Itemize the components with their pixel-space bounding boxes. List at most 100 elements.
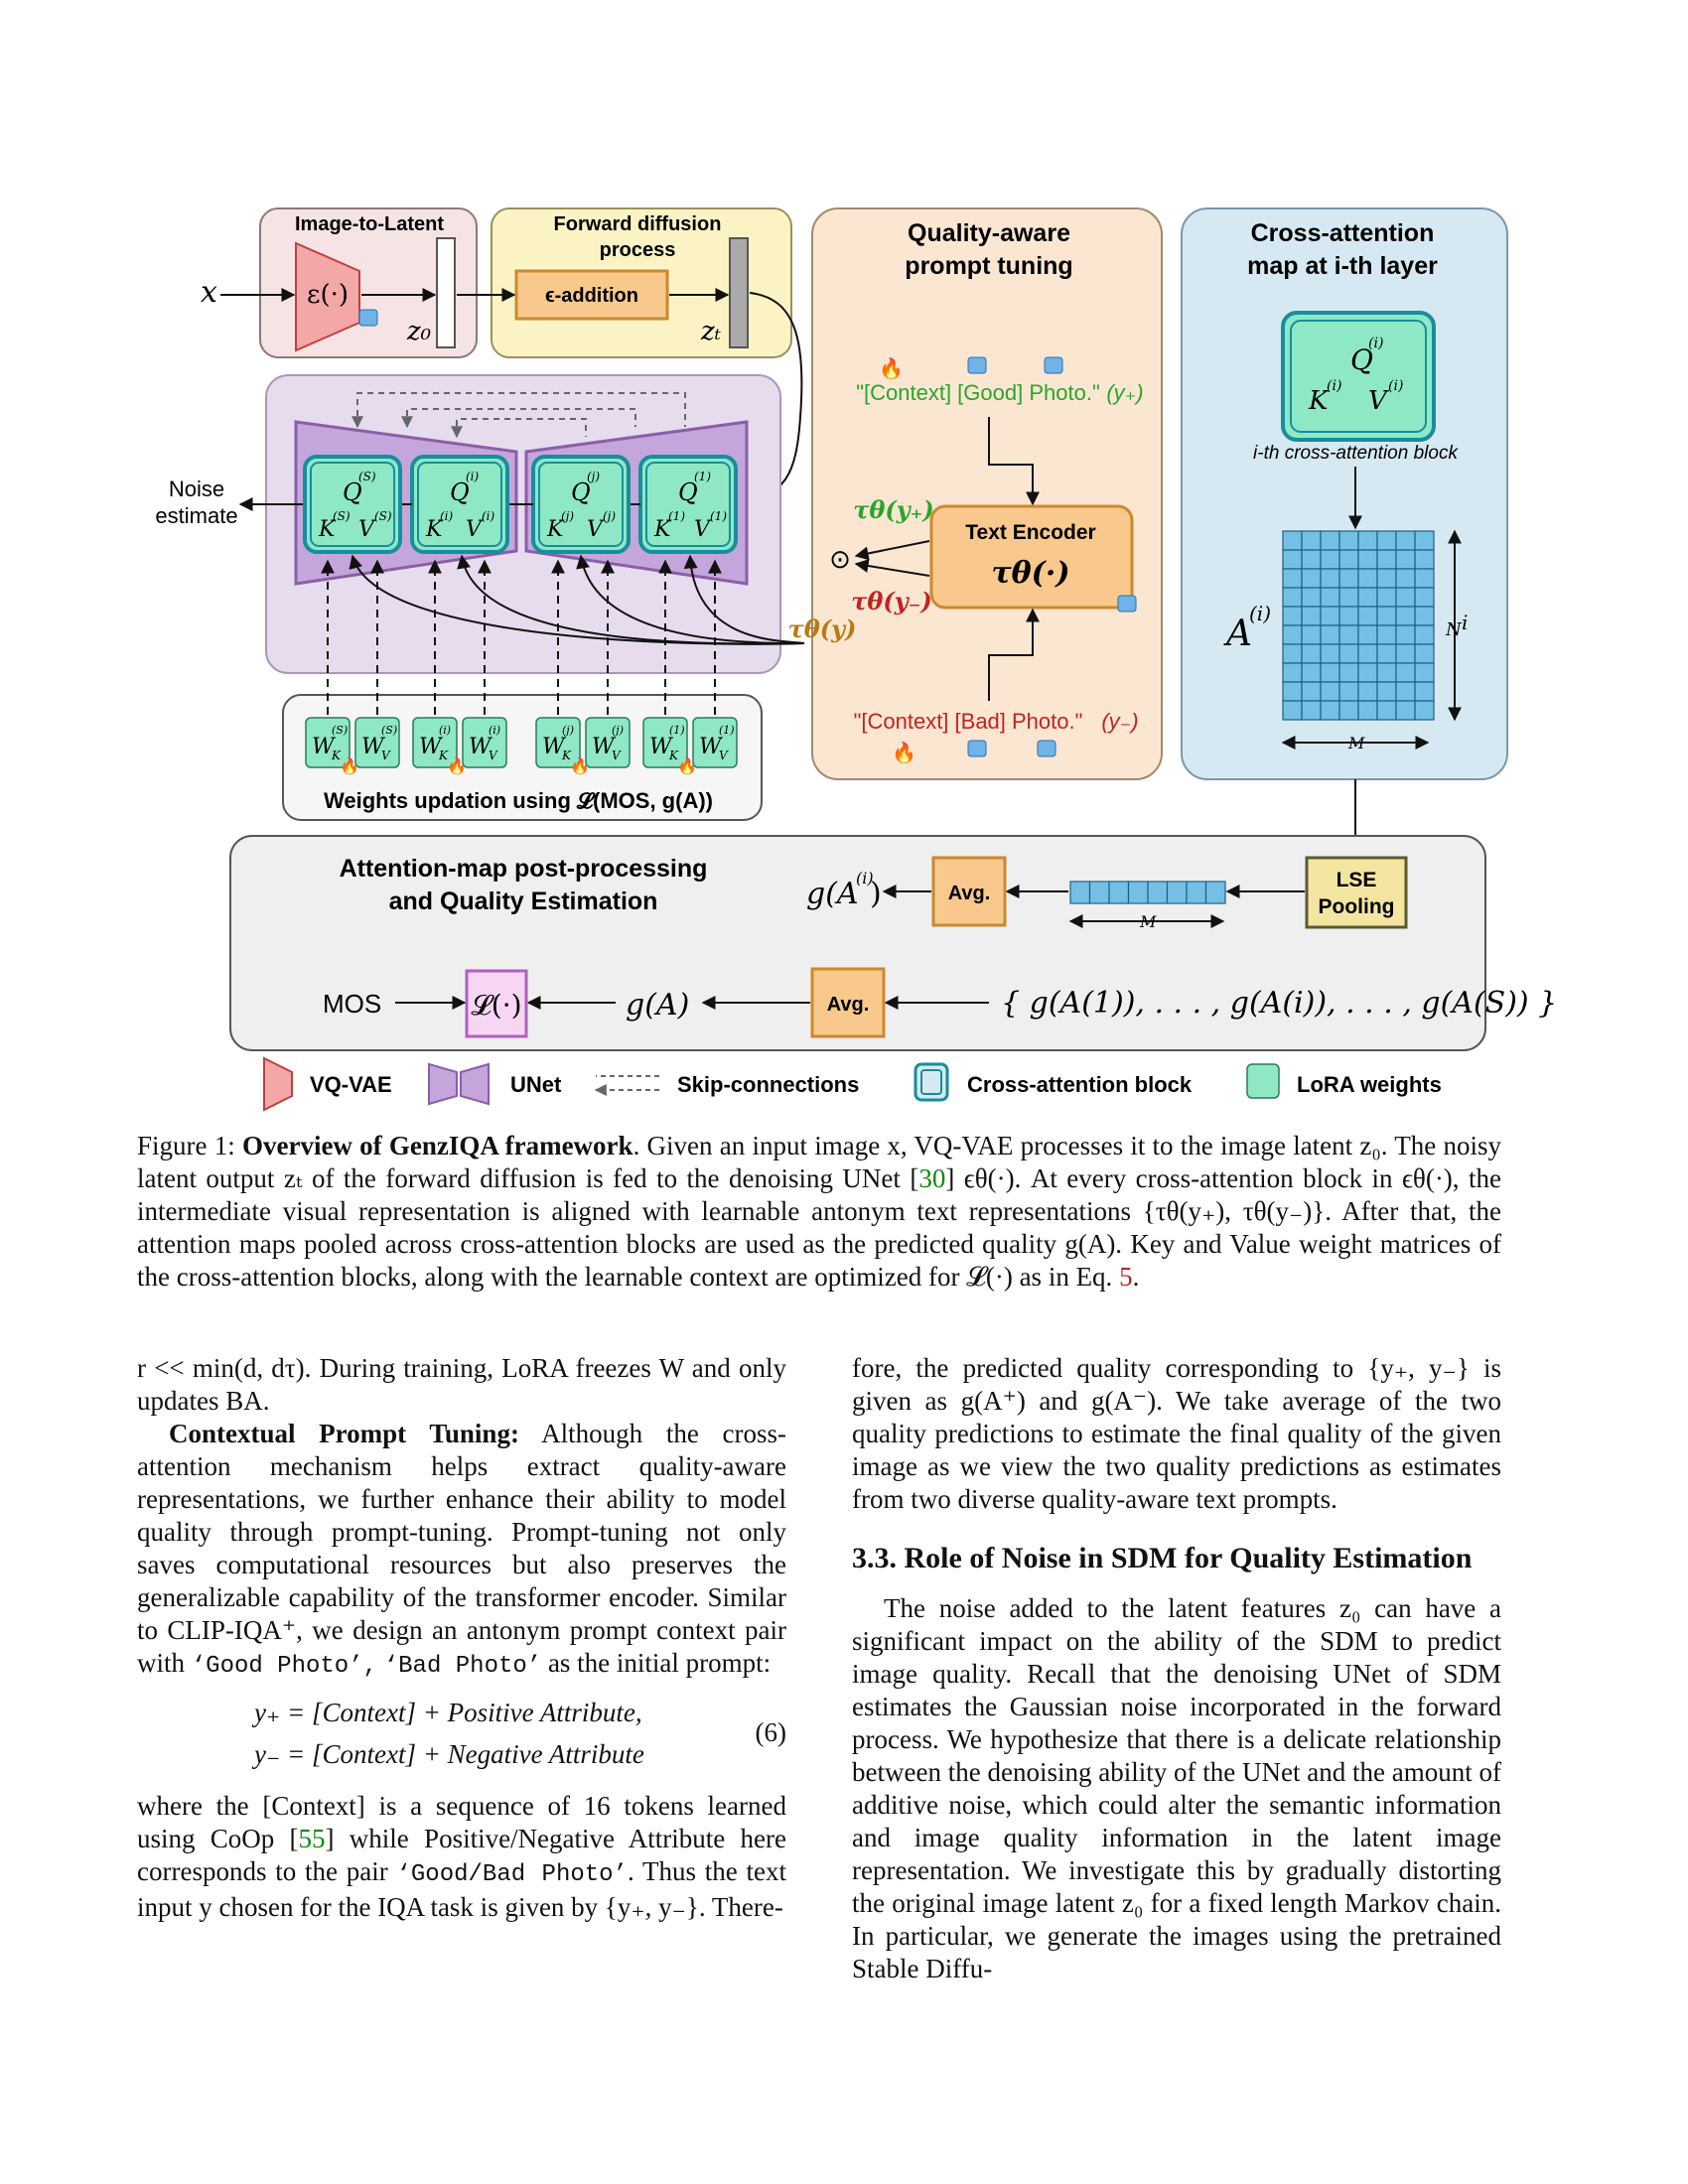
pooled-vector-cell bbox=[1069, 881, 1091, 904]
lora-sup: (1) bbox=[669, 724, 685, 737]
attention-map-cell bbox=[1414, 530, 1435, 551]
attention-map-cell bbox=[1338, 587, 1359, 608]
block-v-sup: (1) bbox=[710, 509, 727, 523]
legend-vqvae: VQ-VAE bbox=[310, 1072, 392, 1097]
figure-caption: Figure 1: Overview of GenzIQA framework.… bbox=[137, 1130, 1501, 1294]
fire-icon: 🔥 bbox=[879, 356, 904, 380]
section-heading-3-3: 3.3. Role of Noise in SDM for Quality Es… bbox=[852, 1542, 1473, 1574]
block-k-sup: (1) bbox=[668, 509, 685, 523]
caption-part2: ] ϵθ(·). At every cross-attention block … bbox=[137, 1163, 1501, 1292]
attention-map-grid bbox=[1282, 530, 1435, 721]
caption-title: Overview of GenzIQA framework bbox=[241, 1131, 633, 1160]
cross-block-outer bbox=[303, 455, 402, 554]
right-column: fore, the predicted quality correspondin… bbox=[852, 1352, 1501, 1985]
attention-map-cell bbox=[1301, 587, 1322, 608]
block-q: Q bbox=[571, 478, 591, 506]
block-v-sup: (i) bbox=[482, 509, 495, 523]
cross-block-label: i-th cross-attention block bbox=[1253, 443, 1459, 464]
block-k-sup: (j) bbox=[561, 509, 574, 523]
lora-sub: K bbox=[438, 749, 449, 762]
caption-ref-30[interactable]: 30 bbox=[918, 1163, 946, 1193]
lse-line1: LSE bbox=[1336, 869, 1377, 891]
attention-map-cell bbox=[1301, 606, 1322, 626]
good-to-encoder-arrow bbox=[988, 417, 1040, 506]
prompt-title-1: Quality-aware bbox=[908, 219, 1070, 247]
g-set: { g(A(1)), . . . , g(A(i)), . . . , g(A(… bbox=[1001, 986, 1557, 1021]
combine-symbol: ⊙ bbox=[829, 544, 851, 574]
code-bad-photo: ‘Bad Photo’ bbox=[383, 1653, 542, 1680]
attention-map-cell bbox=[1414, 624, 1435, 645]
bad-prompt: "[Context] [Bad] Photo." bbox=[854, 709, 1083, 734]
lora-weight-cell: W(S)V bbox=[354, 717, 400, 768]
lora-cell-box bbox=[535, 717, 581, 768]
legend-cross: Cross-attention block bbox=[967, 1072, 1193, 1097]
pooled-vector-cell bbox=[1108, 881, 1130, 904]
legend-cross-icon-inner bbox=[920, 1069, 942, 1095]
attention-map-cell bbox=[1357, 606, 1378, 626]
unet-cross-attention-block: Q(i)K(i)V(i) bbox=[410, 455, 509, 554]
z0-label: z₀ bbox=[406, 317, 432, 346]
post-title-2: and Quality Estimation bbox=[389, 887, 658, 915]
caption-ref-eq5[interactable]: 5 bbox=[1119, 1262, 1133, 1292]
block-q: Q bbox=[343, 478, 362, 506]
cross-block-outer bbox=[1281, 311, 1436, 442]
g-ai-sup: (i) bbox=[856, 869, 874, 887]
tau-y-to-block4 bbox=[683, 554, 805, 644]
block-v-sup: (S) bbox=[374, 509, 392, 523]
lora-weight-cell: W(j)K🔥 bbox=[535, 717, 590, 775]
attention-map-cell bbox=[1395, 549, 1416, 570]
attention-map-cell bbox=[1414, 568, 1435, 589]
attention-map-cell bbox=[1320, 624, 1340, 645]
lora-sup: (S) bbox=[381, 724, 397, 737]
legend-vqvae-icon bbox=[263, 1056, 293, 1112]
prompt-title-2: prompt tuning bbox=[905, 252, 1072, 280]
vector-m-label: M bbox=[1139, 912, 1157, 931]
left-p3-c: . Thus the text input y chosen for the I… bbox=[137, 1856, 787, 1922]
block-k: K bbox=[318, 517, 337, 542]
caption-prefix: Figure 1: bbox=[137, 1131, 235, 1160]
pooled-vector-cell bbox=[1186, 881, 1207, 904]
lora-w: W bbox=[699, 735, 724, 759]
attention-map-cell bbox=[1338, 643, 1359, 664]
noise-estimate-line2: estimate bbox=[155, 503, 237, 528]
left-paragraph-2: Contextual Prompt Tuning: Although the c… bbox=[137, 1418, 786, 1683]
contextual-prompt-heading: Contextual Prompt Tuning: bbox=[169, 1419, 519, 1448]
frozen-icon bbox=[358, 309, 378, 327]
attention-map-cell bbox=[1414, 606, 1435, 626]
attention-map-cell bbox=[1414, 549, 1435, 570]
n-sup: i bbox=[1462, 611, 1468, 634]
tau-y-to-block3 bbox=[576, 554, 805, 645]
lora-w: W bbox=[469, 735, 493, 759]
attention-map-cell bbox=[1338, 549, 1359, 570]
tau-y-label: τθ(y) bbox=[788, 614, 857, 643]
skip-connection-inner bbox=[401, 408, 636, 429]
lora-w: W bbox=[649, 735, 674, 759]
fire-icon: 🔥 bbox=[677, 756, 697, 775]
block-k: K bbox=[653, 517, 672, 542]
encoder-to-tau-neg bbox=[854, 559, 930, 577]
block-k: K bbox=[425, 517, 444, 542]
post-processing-panel: Attention-map post-processing and Qualit… bbox=[229, 835, 1557, 1051]
left-column: r << min(d, dτ). During training, LoRA f… bbox=[137, 1352, 786, 1924]
attention-map-cell bbox=[1282, 568, 1303, 589]
lora-cell-box bbox=[642, 717, 688, 768]
attention-map-cell bbox=[1395, 587, 1416, 608]
equation-line-2: y₋ = [Context] + Negative Attribute bbox=[254, 1739, 644, 1769]
attention-map-cell bbox=[1320, 662, 1340, 683]
lora-cell-box bbox=[462, 717, 507, 768]
attention-map-cell bbox=[1376, 681, 1397, 702]
attention-map-cell bbox=[1395, 681, 1416, 702]
attention-map-cell bbox=[1376, 662, 1397, 683]
block-q-sup: (i) bbox=[466, 470, 480, 483]
caption-part3: . bbox=[1132, 1262, 1140, 1292]
left-p3-a: where the [Context] is a sequence of 16 … bbox=[137, 1791, 786, 1853]
lora-weight-cell: W(i)K🔥 bbox=[412, 717, 467, 775]
cross-q-sup: (i) bbox=[1368, 336, 1383, 351]
fire-icon: 🔥 bbox=[892, 741, 916, 764]
tau-neg-label: τθ(y₋) bbox=[851, 587, 931, 615]
attention-map-cell bbox=[1338, 681, 1359, 702]
ref-55[interactable]: 55 bbox=[298, 1824, 326, 1853]
mos-label: MOS bbox=[323, 989, 381, 1019]
lora-cell-box bbox=[412, 717, 458, 768]
lora-dashed-links bbox=[321, 559, 722, 715]
